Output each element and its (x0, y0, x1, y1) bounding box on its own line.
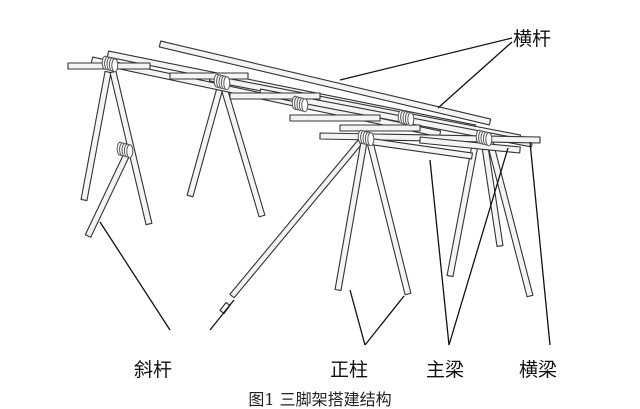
cross-beam (169, 72, 249, 80)
leader-crossbar-2 (437, 41, 513, 109)
lashing (357, 129, 375, 147)
label-main-beam: 主梁 (426, 359, 465, 381)
label-crossbar: 横杆 (513, 28, 552, 50)
leader-main-beam-1 (429, 159, 450, 346)
tripod-leg (186, 86, 224, 198)
leader-line-group (99, 37, 551, 346)
leader-cross-beam (529, 141, 551, 346)
cross-beam (289, 114, 381, 122)
lashing (397, 109, 415, 127)
leader-diagonal-1 (99, 221, 171, 331)
rod-group (67, 40, 541, 315)
label-cross-beam: 横梁 (519, 359, 558, 381)
leader-main-beam-2 (448, 147, 509, 346)
leader-crossbar-1 (339, 37, 513, 81)
leader-diagonal-2 (209, 299, 235, 331)
upright-post (366, 140, 412, 296)
figure-caption: 图1 三脚架搭建结构 (248, 390, 392, 409)
label-upright-post: 正柱 (330, 359, 369, 381)
leader-upright-1 (349, 289, 366, 346)
lashing (101, 55, 119, 73)
leader-upright-2 (364, 295, 405, 346)
cross-beam (229, 92, 321, 100)
lashing (116, 141, 134, 159)
left-tripod-leg (80, 70, 112, 202)
lashing-group (101, 55, 493, 159)
cross-beam (339, 124, 421, 132)
tripod-leg (446, 138, 480, 278)
crossbar (158, 40, 492, 126)
lashing (213, 73, 231, 91)
lashing (475, 129, 493, 147)
lashing (291, 95, 309, 113)
label-diagonal-rod: 斜杆 (134, 359, 173, 381)
main-beam (419, 136, 521, 154)
tripod-leg (220, 86, 266, 218)
